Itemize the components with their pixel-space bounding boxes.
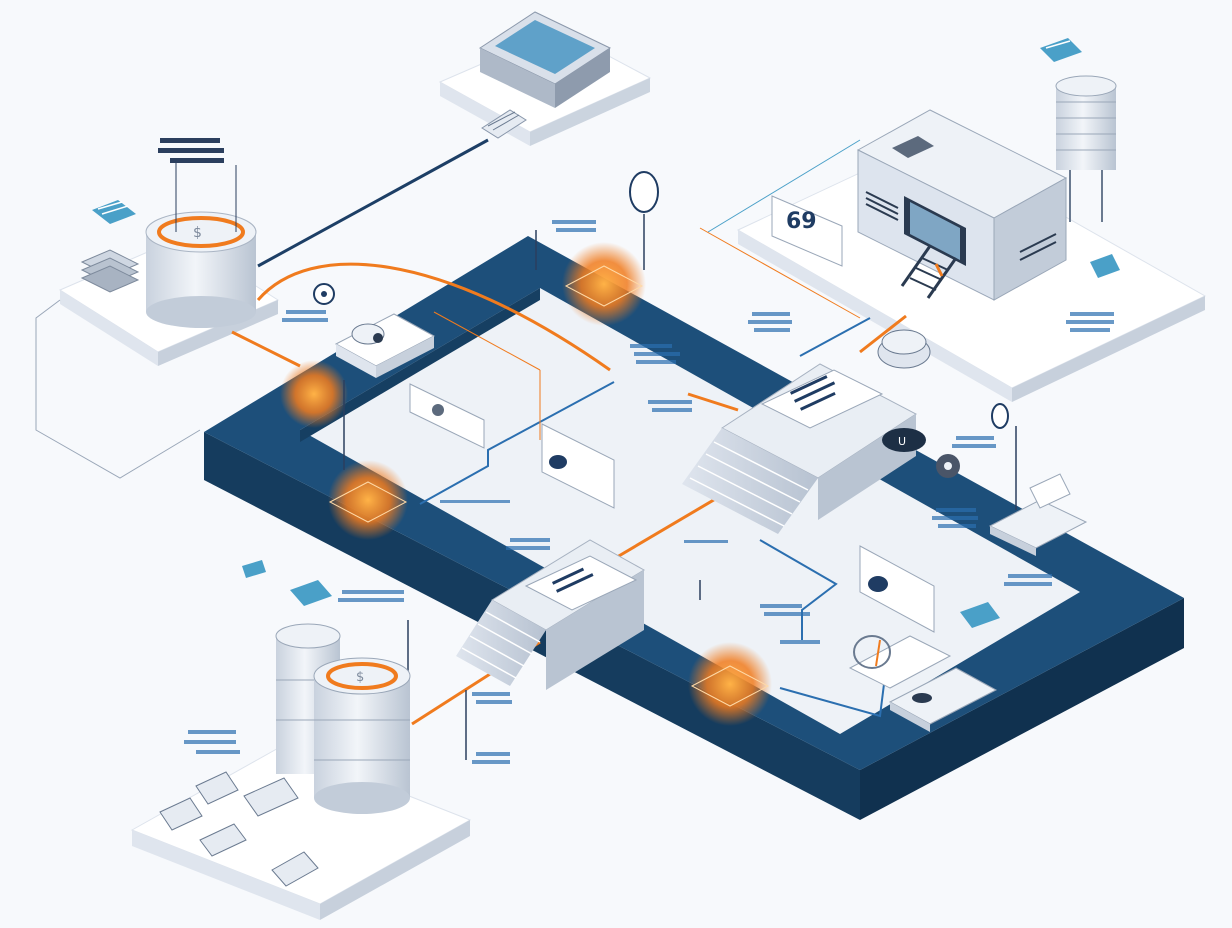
- callout-label-blocks: [184, 220, 1114, 764]
- gauge-icon: U: [882, 428, 926, 452]
- bridge-sign: [524, 555, 638, 611]
- vent-grille: [865, 191, 1057, 261]
- svg-text:U: U: [898, 435, 906, 448]
- striped-tag-icons: [242, 254, 1120, 628]
- factory-dotted-boundary: [707, 139, 861, 233]
- stairway-bridge-left: [456, 539, 645, 690]
- orange-guide-line: [433, 311, 541, 371]
- hotspot-bottom: [688, 642, 772, 726]
- document-panel-right: [859, 545, 935, 633]
- document-panel-left: [409, 383, 485, 449]
- microscope-node: [848, 635, 952, 689]
- camera-icon: [351, 323, 385, 345]
- left-dotted-boundary: [35, 299, 201, 479]
- scanner-node: [888, 667, 998, 732]
- plug-connector-icon: [481, 109, 527, 139]
- label-stub: [158, 138, 237, 232]
- router-icon: [877, 329, 931, 369]
- svg-text:69: 69: [786, 209, 817, 234]
- pin-marker-icon: [313, 283, 335, 305]
- hotspot-center-left: [328, 460, 408, 540]
- striped-tag-icon: [92, 200, 136, 224]
- left-database-node: $: [58, 138, 280, 366]
- database-stack-icon: $: [275, 623, 411, 814]
- monitor-link-line: [257, 138, 489, 268]
- gear-icon: [936, 454, 960, 478]
- document-panel-center: [541, 423, 615, 509]
- hotspot-top: [562, 242, 646, 326]
- database-cylinder-icon: $: [145, 211, 257, 328]
- ladder-icon: [900, 245, 958, 299]
- printer-icon: [988, 473, 1088, 556]
- hotspot-left: [280, 360, 348, 428]
- file-stack-icon: [80, 249, 140, 293]
- factory-icon: [856, 109, 1068, 301]
- factory-orange-boundary: [699, 227, 861, 319]
- stacked-database-node: $: [130, 623, 472, 920]
- top-monitor-node: [438, 11, 652, 146]
- camera-node: [334, 313, 436, 378]
- svg-text:$: $: [356, 670, 364, 685]
- processing-hotspots: [280, 242, 772, 726]
- storage-tower: [1055, 75, 1117, 222]
- stat-panel-icon: 69: [771, 195, 843, 267]
- svg-text:$: $: [193, 225, 202, 241]
- sign-badge-icon: [629, 171, 1009, 429]
- server-rack-icons: [159, 771, 319, 887]
- blue-connector-lines: [419, 317, 885, 718]
- curved-link-main: [256, 262, 611, 372]
- monitor-icon: [478, 11, 612, 108]
- striped-tag-icon: [1040, 38, 1082, 62]
- factory-server-node: 69: [736, 38, 1207, 402]
- router-node: [877, 329, 931, 369]
